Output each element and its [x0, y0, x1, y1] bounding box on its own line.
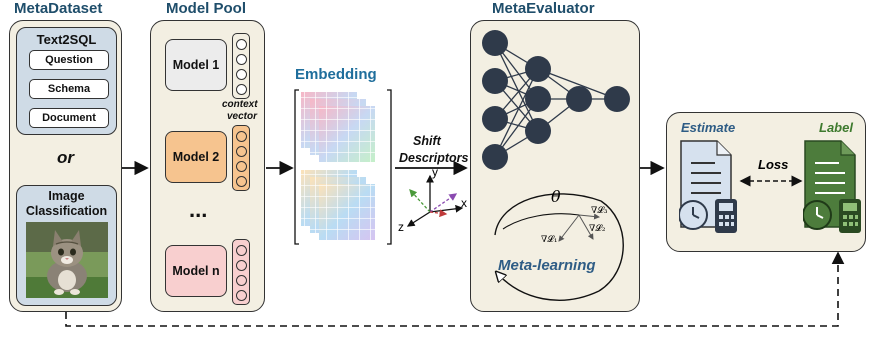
question-item: Question — [29, 50, 109, 70]
shift-label-line1: Shift — [413, 134, 441, 148]
dashed-feedback-loop — [65, 251, 845, 327]
context-vector-label-line2: vector — [227, 111, 258, 122]
meta-learning-diagram — [481, 193, 624, 301]
model-pool-title: Model Pool — [166, 0, 246, 17]
shift-axes — [406, 174, 464, 227]
document-item: Document — [29, 108, 109, 128]
context-vector-label-line1: context — [222, 99, 258, 110]
schema-item: Schema — [29, 79, 109, 99]
meta-evaluator-panel: θ ∇𝓛₁ ∇𝓛₂ ∇𝓛₃ Meta-learning — [470, 20, 640, 312]
model-pool-panel: Model 1 context vector Model 2 ... Model… — [150, 20, 265, 312]
or-label: or — [57, 148, 74, 167]
grad-l3-label: ∇𝓛₃ — [591, 206, 608, 216]
axis-z-label: z — [398, 220, 404, 234]
model-2-box: Model 2 — [165, 131, 227, 183]
axis-x-label: x — [461, 196, 467, 210]
neural-network-icon — [482, 30, 630, 170]
context-vector-n — [232, 239, 250, 305]
label-document-icon — [803, 140, 861, 233]
embedding-matrices — [294, 89, 392, 245]
model-ellipsis: ... — [189, 197, 208, 222]
grad-l2-label: ∇𝓛₂ — [589, 224, 606, 234]
axis-y-label: y — [432, 165, 438, 179]
embedding-title: Embedding — [295, 66, 377, 83]
model-n-box: Model n — [165, 245, 227, 297]
cat-image — [26, 222, 108, 298]
grad-l1-label: ∇𝓛₁ — [541, 235, 558, 245]
meta-learning-label: Meta-learning — [498, 257, 596, 274]
output-panel: Estimate Label Loss — [666, 112, 866, 252]
theta-label: θ — [551, 187, 561, 206]
image-title-line2: Classification — [25, 204, 108, 218]
text2sql-title: Text2SQL — [36, 32, 97, 47]
context-vector-2 — [232, 125, 250, 191]
estimate-document-icon — [679, 140, 737, 233]
metadataset-title: MetaDataset — [14, 0, 103, 17]
context-vector-1 — [232, 33, 250, 99]
loss-double-arrow — [739, 175, 803, 187]
label-label: Label — [819, 120, 853, 135]
text2sql-group: Text2SQL Question Schema Document — [16, 27, 117, 135]
model-1-box: Model 1 — [165, 39, 227, 91]
shift-label-line2: Descriptors — [399, 151, 469, 165]
loss-label: Loss — [758, 157, 789, 172]
meta-evaluator-title: MetaEvaluator — [492, 0, 595, 17]
estimate-label: Estimate — [681, 120, 736, 135]
image-classification-group: Image Classification — [16, 185, 117, 306]
image-title-line1: Image — [48, 189, 85, 203]
metadataset-panel: Text2SQL Question Schema Document or Ima… — [9, 20, 122, 312]
